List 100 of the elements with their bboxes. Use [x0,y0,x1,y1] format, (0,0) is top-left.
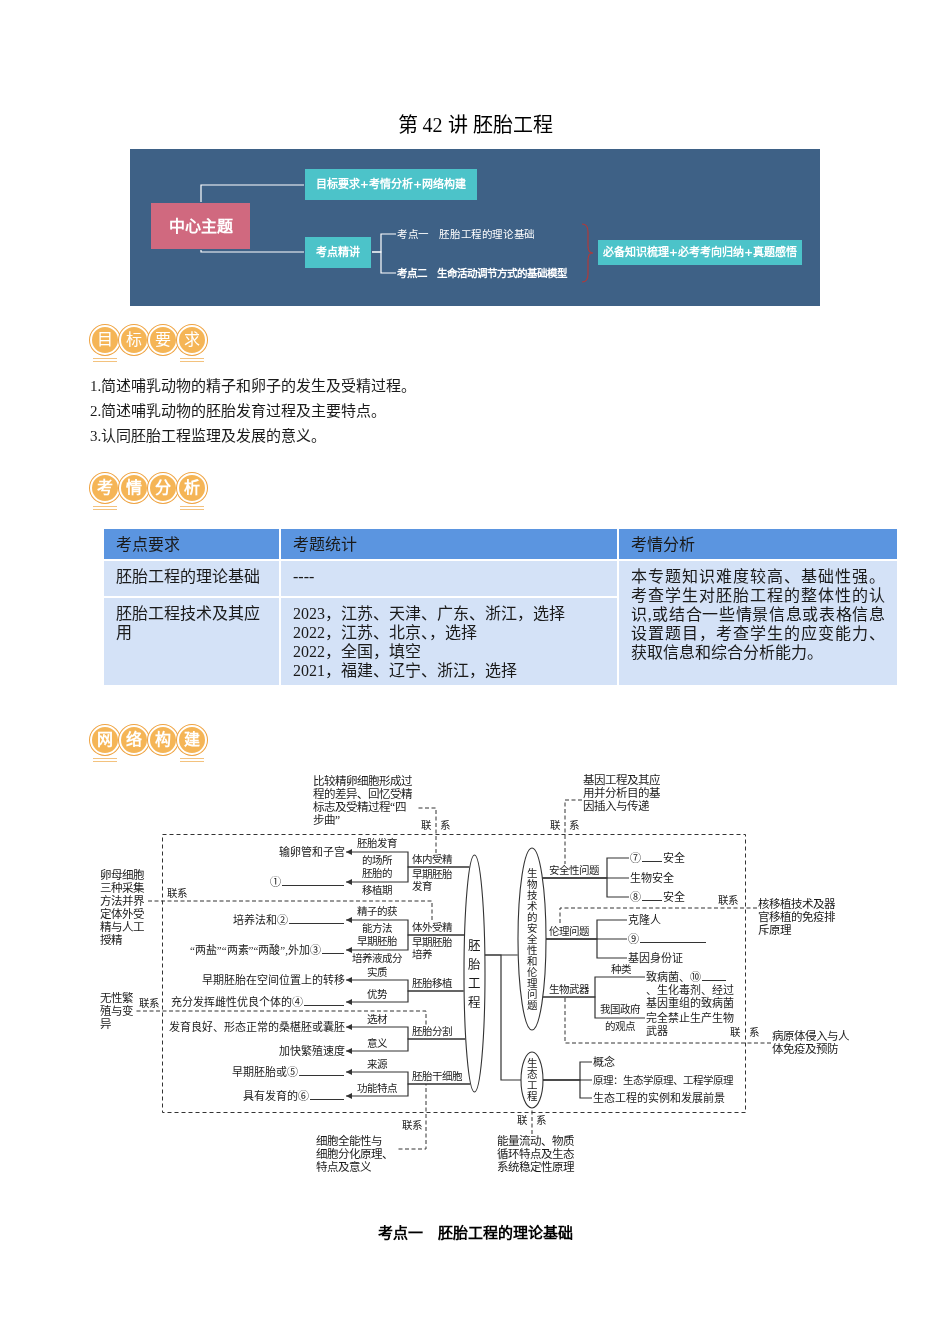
dashed-line [564,996,772,1044]
edge-label: 联系 [167,888,187,900]
branch-text: 早期胚胎在空间位置上的转移 [202,973,345,987]
section-badge: 考情分析 [90,473,206,511]
cell-text: 2023，江苏、天津、广东、浙江，选择 [293,604,565,623]
topic-box: 目标要求+考情分析+网络构建 [305,169,477,200]
dashed-line [418,807,437,854]
edge-label: 精子的获能方法 [355,905,398,936]
list-item: 2.简述哺乳动物的胚胎发育过程及主要特点。 [90,402,387,421]
note-text: 比较精卵细胞形成过程的差异、回忆受精标志及受精过程“四步曲” [313,775,418,827]
section-heading: 考点一 胚胎工程的理论基础 [377,1223,573,1243]
branch-text: 安全 [663,890,685,903]
category-label: 体外受精 [412,922,452,934]
dashed-line [564,799,583,865]
branch-text: ⑨ [628,932,639,945]
arrow [345,1038,466,1054]
edge-label: 种类 [611,964,631,976]
edge-label: 胚胎发育的场所 [355,837,398,868]
subtopic-text: 考点二 生命活动调节方式的基础模型 [397,266,567,280]
edge-label: 意义 [366,1038,387,1050]
note-text: 核移植技术及器官移植的免疫排斥原理 [758,898,840,937]
category-label: 早期胚胎培养 [412,937,455,961]
center-box: 中心主题 [151,203,250,249]
dashed-line [398,1083,427,1150]
branch-text: 克隆人 [628,913,661,927]
edge-label: 选材 [366,1014,387,1026]
connector-line [541,877,630,898]
note-text: 病原体侵入与人体免疫及预防 [772,1030,854,1056]
edge-label: 实质 [366,967,387,979]
category-label: 早期胚胎发育 [412,869,455,893]
connector-line [371,251,397,274]
section-badge: 网络构建 [90,725,206,763]
note-text: 无性繁殖与变异 [100,991,136,1031]
note-text: 细胞全能性与细胞分化原理、特点及意义 [316,1135,398,1174]
edge-label: 来源 [366,1059,387,1071]
arrow [345,1083,471,1099]
branch-text: ⑦ [630,851,641,864]
category-label: 胚胎分割 [412,1026,452,1038]
table-header-cell: 考点要求 [104,529,279,559]
table-header-cell: 考情分析 [619,529,897,559]
note-text: 卵母细胞三种采集方法并界定体外受精与人工授精 [100,868,147,947]
subtopic-text: 考点一 胚胎工程的理论基础 [397,227,535,241]
branch-text: ⑧ [630,890,641,903]
edge-label: 早期胚胎培养液成分 [350,935,403,966]
topic-ellipse: 生态工程 [520,1051,544,1109]
branch-text: 、生化毒剂、经过基因重组的致病菌 [646,983,735,1010]
branch-text: 原理：生态学原理、工程学原理 [593,1073,733,1087]
table-cell: ---- [281,561,617,596]
edge-label: 联系 [402,1120,422,1132]
branch-text: 培养法和② [233,913,288,926]
edge-label: 联系 [718,895,738,907]
note-text: 能量流动、物质循环特点及生态系统稳定性原理 [497,1135,579,1174]
branch-text: 生态工程的实例和发展前景 [593,1091,725,1105]
list-item: 1.简述哺乳动物的精子和卵子的发生及受精过程。 [90,377,417,396]
edge-label: 联系 [730,1027,768,1039]
edge-label: 胚胎的移植期 [360,867,393,898]
topic-ellipse: 生物技术的安全性和伦理问题 [516,847,547,1031]
page-title: 第 42 讲 胚胎工程 [397,113,553,138]
table-cell: 本专题知识难度较高、基础性强。考查学生对胚胎工程的整体性的认识,或结合一些情景信息或表格信息设置题目，考查学生的应变能力、获取信息和综合分析能力。 [619,561,897,685]
connector-line [200,184,305,203]
arrow [345,866,470,885]
branch-text: “两盐”“两素”“两酸”,外加③ [189,943,321,956]
category-label: 伦理问题 [549,926,589,938]
branch-text: 具有发育的⑥ [243,1089,309,1102]
connector-line [200,249,305,253]
branch-text: 发育良好、形态正常的桑椹胚或囊胚 [169,1020,345,1034]
edge-label: 我国政府的观点 [599,1003,641,1034]
edge-label: 联系 [517,1115,555,1127]
branch-text: 输卵管和子宫 [279,845,345,859]
dashed-line [147,900,433,922]
dashed-line [136,1010,427,1026]
branch-text: 充分发挥雌性优良个体的④ [171,995,303,1008]
topic-ellipse: 胚胎工程 [462,854,486,1093]
branch-text: 早期胚胎或⑤ [232,1065,298,1078]
table-header-cell: 考题统计 [281,529,617,559]
branch-text: 概念 [593,1055,615,1069]
branch-text: 基因身份证 [628,951,683,965]
cell-text: 2022，全国，填空 [293,642,421,661]
edge-label: 联系 [421,820,459,832]
category-label: 胚胎移植 [412,978,452,990]
edge-label: 优势 [366,989,387,1001]
dashed-line [559,907,758,926]
category-label: 体内受精 [412,854,452,866]
branch-text: 加快繁殖速度 [279,1044,345,1058]
edge-label: 联系 [550,820,588,832]
category-label: 生物武器 [549,984,589,996]
cell-text: 2021，福建、辽宁、浙江，选择 [293,661,517,680]
category-label: 胚胎干细胞 [412,1071,462,1083]
section-badge: 目标要求 [90,325,206,363]
topic-box: 考点精讲 [305,237,371,268]
topic-box: 必备知识梳理+必考考向归纳+真题感悟 [598,240,802,265]
branch-text: ① [270,875,281,888]
table-cell: 胚胎工程技术及其应用 [104,598,279,685]
cell-text: 2022，江苏、北京、，选择 [293,623,477,642]
edge-label: 联系 [139,998,159,1010]
note-text: 基因工程及其应用并分析目的基因插入与传递 [583,774,665,813]
arrow [345,934,465,953]
category-label: 安全性问题 [549,865,599,877]
edge-label: 功能特点 [356,1083,397,1095]
list-item: 3.认同胚胎工程监理及发展的意义。 [90,427,327,446]
